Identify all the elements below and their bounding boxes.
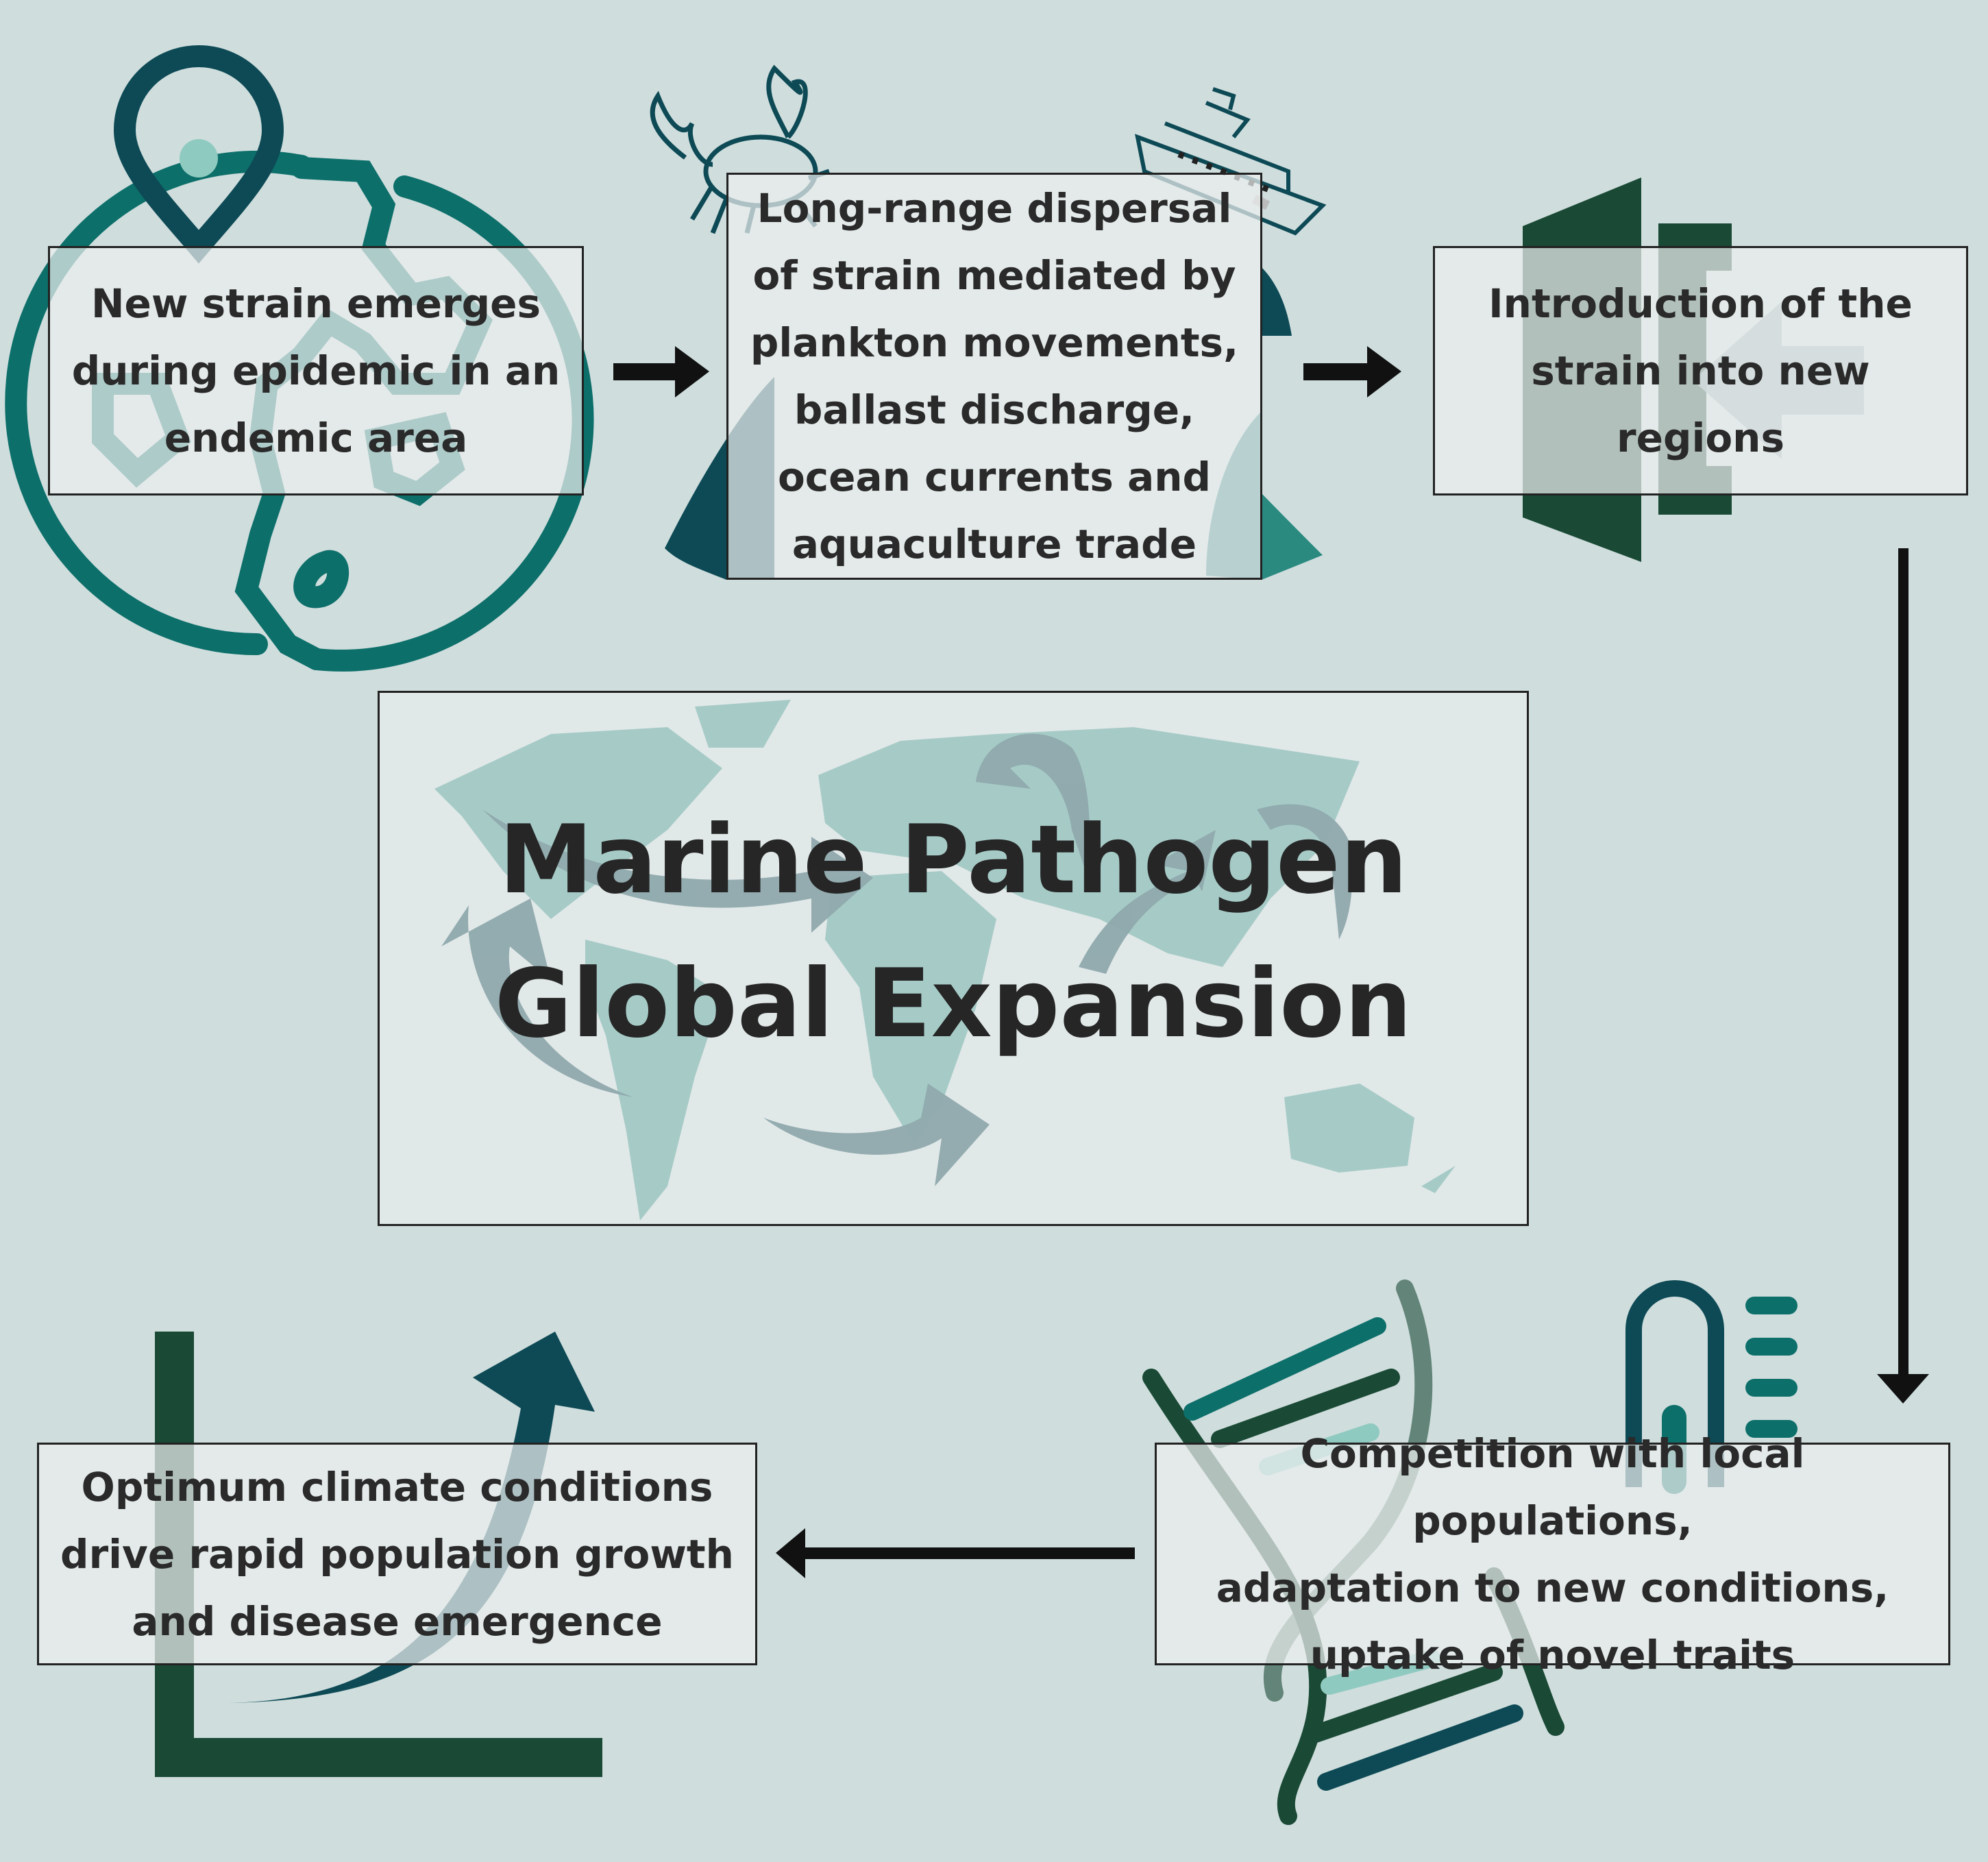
- step-text-line: drive rapid population growth: [60, 1530, 734, 1578]
- step-text-line: Introduction of the: [1488, 280, 1913, 327]
- step-text-line: uptake of novel traits: [1310, 1631, 1795, 1678]
- step-text-line: Long-range dispersal: [757, 185, 1232, 232]
- world-map-icon: [434, 700, 1456, 1221]
- step-text-line: ocean currents and: [777, 454, 1212, 500]
- step-text-line: New strain emerges: [90, 280, 541, 327]
- step-text-line: Optimum climate conditions: [81, 1463, 713, 1510]
- step-text-line: ballast discharge,: [794, 387, 1195, 433]
- step-competition-adaptation: Competition with local populations, adap…: [1155, 1430, 1950, 1678]
- step-text-line: aquaculture trade: [791, 521, 1197, 567]
- step-climate-growth: Optimum climate conditions drive rapid p…: [37, 1443, 757, 1665]
- title-line-1: Marine Pathogen: [499, 805, 1408, 915]
- step-text-line: endemic area: [164, 415, 468, 461]
- step-long-range-dispersal: Long-range dispersal of strain mediated …: [726, 173, 1262, 580]
- diagram-title: Marine Pathogen Global Expansion: [378, 788, 1529, 1076]
- step-text-line: strain into new regions: [1531, 347, 1870, 461]
- title-line-2: Global Expansion: [494, 948, 1412, 1059]
- step-text-line: adaptation to new conditions,: [1216, 1564, 1889, 1611]
- step-text-line: of strain mediated by: [752, 252, 1236, 299]
- step-text-line: during epidemic in an: [71, 347, 561, 394]
- step-new-strain-emerges: New strain emerges during epidemic in an…: [48, 246, 584, 495]
- step-text-line: Competition with local populations,: [1300, 1430, 1805, 1544]
- step-introduction-new-regions: Introduction of the strain into new regi…: [1433, 246, 1968, 495]
- map-pin-icon: [113, 45, 284, 264]
- step-text-line: and disease emergence: [132, 1597, 663, 1645]
- step-text-line: plankton movements,: [750, 319, 1239, 366]
- world-map-panel: [378, 691, 1529, 1226]
